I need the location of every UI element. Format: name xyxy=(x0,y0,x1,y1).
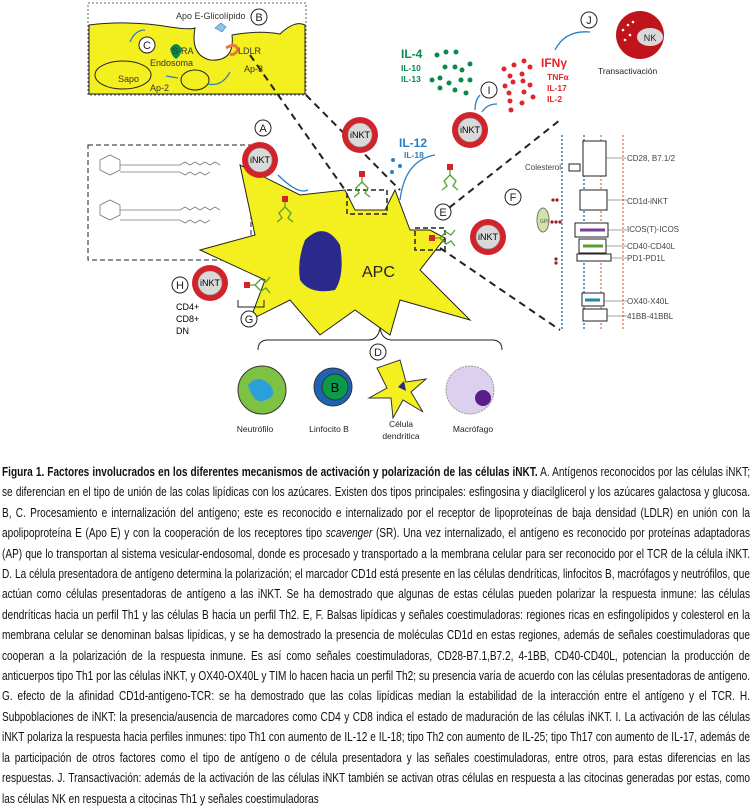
panel-d-presenting-cells: B Neutrófilo Linfocito B Célula dendríti… xyxy=(237,327,503,441)
svg-text:DN: DN xyxy=(176,326,189,336)
transactivation-label: Transactivación xyxy=(598,66,657,76)
svg-text:IL-12: IL-12 xyxy=(399,136,427,150)
panel-label-b: B xyxy=(255,12,262,24)
svg-text:iNKT: iNKT xyxy=(478,232,499,242)
costim-41bb: 41BB-41BBL xyxy=(627,312,674,321)
figure-illustration: Apo E-Glicolípido S-RA LDLR Endosoma Sap… xyxy=(87,2,679,441)
th2-cytokines: IL-4 IL-10 IL-13 xyxy=(401,47,473,96)
neutrophil xyxy=(237,365,287,415)
dendritic-label-1: Célula xyxy=(389,419,413,429)
svg-text:IL-18: IL-18 xyxy=(404,150,424,160)
svg-text:B: B xyxy=(331,380,340,395)
caption-text-2: (SR). Una vez internalizado, el antígeno… xyxy=(2,526,751,806)
th1-cytokines: IFNγ TNFα IL-17 IL-2 xyxy=(501,56,570,113)
caption-title: Figura 1. Factores involucrados en los d… xyxy=(2,465,538,479)
svg-text:IL-2: IL-2 xyxy=(547,94,562,104)
svg-text:IL-4: IL-4 xyxy=(401,47,423,61)
il12-cytokines: IL-12 IL-18 xyxy=(390,136,427,174)
costim-icos: ICOS(T)-ICOS xyxy=(627,225,679,234)
macrophage-label: Macrófago xyxy=(453,424,493,434)
endosoma-label: Endosoma xyxy=(150,58,193,68)
svg-text:IL-10: IL-10 xyxy=(401,63,421,73)
costim-cd28: CD28, B7.1/2 xyxy=(627,154,676,163)
s-ra-label: S-RA xyxy=(172,46,194,56)
nk-cell: NK Transactivación xyxy=(598,11,664,76)
svg-text:IL-13: IL-13 xyxy=(401,74,421,84)
ap3-label: Ap-3 xyxy=(244,64,263,74)
panel-label-c: C xyxy=(143,40,151,52)
svg-text:iNKT: iNKT xyxy=(350,130,371,140)
costim-cd40: CD40-CD40L xyxy=(627,242,676,251)
apc-cell: APC xyxy=(198,164,472,336)
b-lymphocyte: B xyxy=(313,367,353,407)
figure-caption: Figura 1. Factores involucrados en los d… xyxy=(2,462,750,809)
svg-text:F: F xyxy=(510,192,517,204)
inkt-cell-c: iNKT xyxy=(451,111,489,149)
ap2-label: Ap-2 xyxy=(150,83,169,93)
svg-text:iNKT: iNKT xyxy=(460,125,481,135)
ldlr-label: LDLR xyxy=(238,46,262,56)
costim-pd1: PD1-PD1L xyxy=(627,254,666,263)
inkt-cell-a: iNKT xyxy=(241,141,279,179)
costim-ox40: OX40-X40L xyxy=(627,297,669,306)
b-lymphocyte-label: Linfocito B xyxy=(309,424,349,434)
svg-text:J: J xyxy=(586,15,592,27)
neutrophil-label: Neutrófilo xyxy=(237,424,274,434)
panel-a-antigens xyxy=(87,144,252,261)
dendritic-cell xyxy=(367,359,428,420)
caption-italic: scavenger xyxy=(325,526,373,541)
inkt-cell-e: iNKT xyxy=(469,218,507,256)
gpi-label: GPI xyxy=(540,219,549,225)
caption-text-1: A. Antígenos reconocidos por las células… xyxy=(2,465,750,541)
svg-text:iNKT: iNKT xyxy=(200,278,221,288)
svg-text:H: H xyxy=(176,280,184,292)
inkt-cell-b: iNKT xyxy=(341,116,379,154)
svg-text:A: A xyxy=(259,123,267,135)
svg-text:IL-17: IL-17 xyxy=(547,83,567,93)
svg-text:iNKT: iNKT xyxy=(250,155,271,165)
dendritic-label-2: dendrítica xyxy=(382,431,420,441)
sapo-label: Sapo xyxy=(118,74,139,84)
svg-text:IFNγ: IFNγ xyxy=(541,56,567,70)
panel-bc-endocytosis: Apo E-Glicolípido S-RA LDLR Endosoma Sap… xyxy=(87,2,307,96)
apc-label: APC xyxy=(362,264,395,281)
svg-text:D: D xyxy=(374,347,382,359)
panel-f-costimulation: GPI Colesterol CD28, B7.1/2 CD1d-iNKT IC… xyxy=(525,135,679,330)
svg-text:TNFα: TNFα xyxy=(547,72,570,82)
svg-text:I: I xyxy=(487,85,490,97)
svg-text:G: G xyxy=(245,314,254,326)
svg-text:CD4+: CD4+ xyxy=(176,302,199,312)
subpopulations: CD4+ CD8+ DN xyxy=(176,300,265,336)
inkt-cell-h: iNKT xyxy=(191,264,229,302)
panel-labels: A E F G H I J D xyxy=(171,11,598,361)
costim-cd1d: CD1d-iNKT xyxy=(627,197,668,206)
svg-text:CD8+: CD8+ xyxy=(176,314,199,324)
colesterol-label: Colesterol xyxy=(525,163,561,172)
macrophage xyxy=(445,365,495,415)
svg-text:NK: NK xyxy=(644,33,657,43)
apo-e-label: Apo E-Glicolípido xyxy=(176,11,246,21)
svg-text:E: E xyxy=(439,207,446,219)
